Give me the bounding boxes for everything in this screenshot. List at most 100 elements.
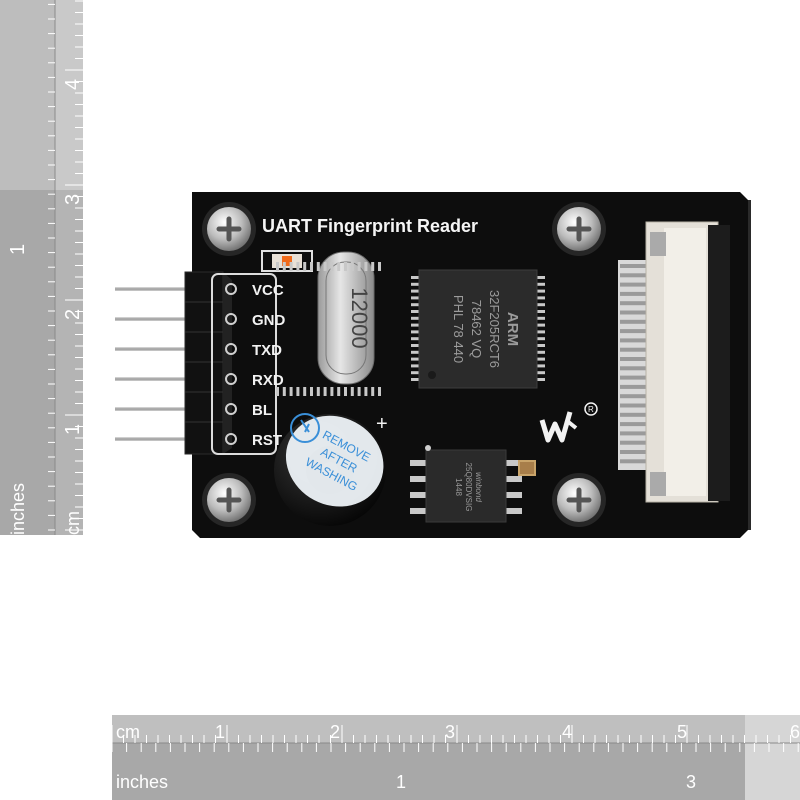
vertical-inch-number: 4 (62, 79, 84, 90)
mcu-pin (310, 262, 313, 271)
ffc-pin (620, 440, 660, 445)
pin-label-bl: BL (252, 402, 272, 419)
vertical-cm-number: 1 (62, 424, 84, 435)
mcu-pin (536, 310, 545, 313)
horizontal-cm-number: 5 (677, 722, 687, 742)
vertical-cm-number: 2 (62, 309, 84, 320)
horizontal-cm-number: 1 (215, 722, 225, 742)
mcu-pin (330, 387, 334, 396)
mcu-pin (344, 262, 347, 271)
ffc-pin (620, 357, 660, 361)
pin-label-rxd: RXD (252, 372, 284, 389)
pin-label-frame (211, 273, 277, 455)
mcu-pin (289, 387, 293, 396)
pin-label-vcc: VCC (252, 282, 284, 299)
ffc-pin (620, 459, 660, 464)
mcu-pin (411, 323, 420, 327)
mcu-pin (536, 357, 545, 361)
mcu-pin (350, 387, 354, 396)
mcu-pin (371, 262, 375, 271)
mcu-pin (303, 262, 307, 271)
mcu-pin (536, 364, 545, 368)
pin-label-txd: TXD (252, 342, 282, 359)
mcu-pin (411, 316, 420, 320)
pin-label-gnd: GND (252, 312, 286, 329)
mcu-pin (536, 296, 545, 300)
mcu-pin (316, 262, 320, 271)
mcu-pin (411, 282, 420, 286)
horizontal-inches-label: inches (116, 772, 168, 792)
mcu-chip (276, 262, 545, 396)
smd-capacitor (425, 445, 536, 476)
mcu-part-number: 32F205RCT6 (487, 290, 502, 368)
buzzer (274, 413, 386, 526)
mcu-pin (536, 350, 545, 354)
board-title: UART Fingerprint Reader (262, 216, 478, 236)
vertical-inch-number: 1 (7, 244, 29, 255)
ffc-pin (620, 431, 660, 436)
ffc-pin (620, 264, 660, 268)
ffc-pin (620, 422, 660, 427)
ffc-pin (620, 403, 660, 408)
mcu-pin (310, 387, 313, 396)
led-icon (261, 250, 313, 272)
mcu-pin (323, 387, 327, 396)
crystal-oscillator (317, 251, 375, 385)
mcu-pin (536, 282, 545, 286)
mcu-pin (411, 296, 420, 300)
vertical-inches-label: inches (8, 483, 28, 535)
mcu-pin (411, 364, 420, 368)
mcu-pin (536, 289, 545, 293)
mcu-pin (411, 350, 420, 354)
mcu-pin (330, 262, 334, 271)
vertical-cm-label: cm (63, 511, 83, 535)
mcu-pin (276, 387, 279, 396)
horizontal-inch-number: 1 (396, 772, 406, 792)
mcu-pin (536, 303, 545, 307)
mcu-pin (282, 387, 286, 396)
mounting-screw-icon (202, 202, 256, 256)
mcu-pin (282, 262, 286, 271)
ffc-pin (620, 375, 660, 380)
flash-brand: winbond (474, 472, 483, 502)
mcu-pin (289, 262, 293, 271)
ffc-pin (620, 338, 660, 343)
mcu-pin (536, 337, 545, 341)
horizontal-cm-number: 2 (330, 722, 340, 742)
ffc-pin (620, 450, 660, 454)
horizontal-cm-number: 3 (445, 722, 455, 742)
mcu-pin (296, 387, 300, 396)
mcu-pin (411, 337, 420, 341)
horizontal-cm-number: 4 (562, 722, 572, 742)
horizontal-cm-label: cm (116, 722, 140, 742)
waveshare-logo-icon: R (539, 402, 598, 443)
mounting-screw-icon (552, 473, 606, 527)
header-pins (115, 287, 190, 441)
ffc-pin (620, 301, 660, 306)
mcu-pin (357, 262, 361, 271)
mcu-pin (536, 330, 545, 334)
mcu-pin (411, 330, 420, 334)
mcu-pin (411, 378, 420, 381)
ffc-pin (620, 282, 660, 287)
mcu-brand: ARM (504, 312, 521, 346)
vertical-ruler (0, 0, 83, 535)
ffc-pin (620, 319, 660, 324)
flash-date-code: 1448 (454, 478, 463, 496)
mcu-pin (371, 387, 375, 396)
ffc-pin (620, 329, 660, 334)
mcu-pin (337, 262, 341, 271)
mcu-pin (323, 262, 327, 271)
ffc-pin (620, 310, 660, 315)
svg-text:R: R (588, 405, 594, 414)
pin-label-rst: RST (252, 432, 282, 449)
mcu-pin (536, 276, 545, 279)
mcu-pin (364, 387, 368, 396)
mcu-pin (536, 378, 545, 381)
ffc-pin (620, 347, 660, 352)
mcu-pin (411, 344, 420, 347)
mcu-pin (350, 262, 354, 271)
mcu-pin (303, 387, 307, 396)
ffc-pin (620, 394, 660, 399)
mcu-pin (337, 387, 341, 396)
